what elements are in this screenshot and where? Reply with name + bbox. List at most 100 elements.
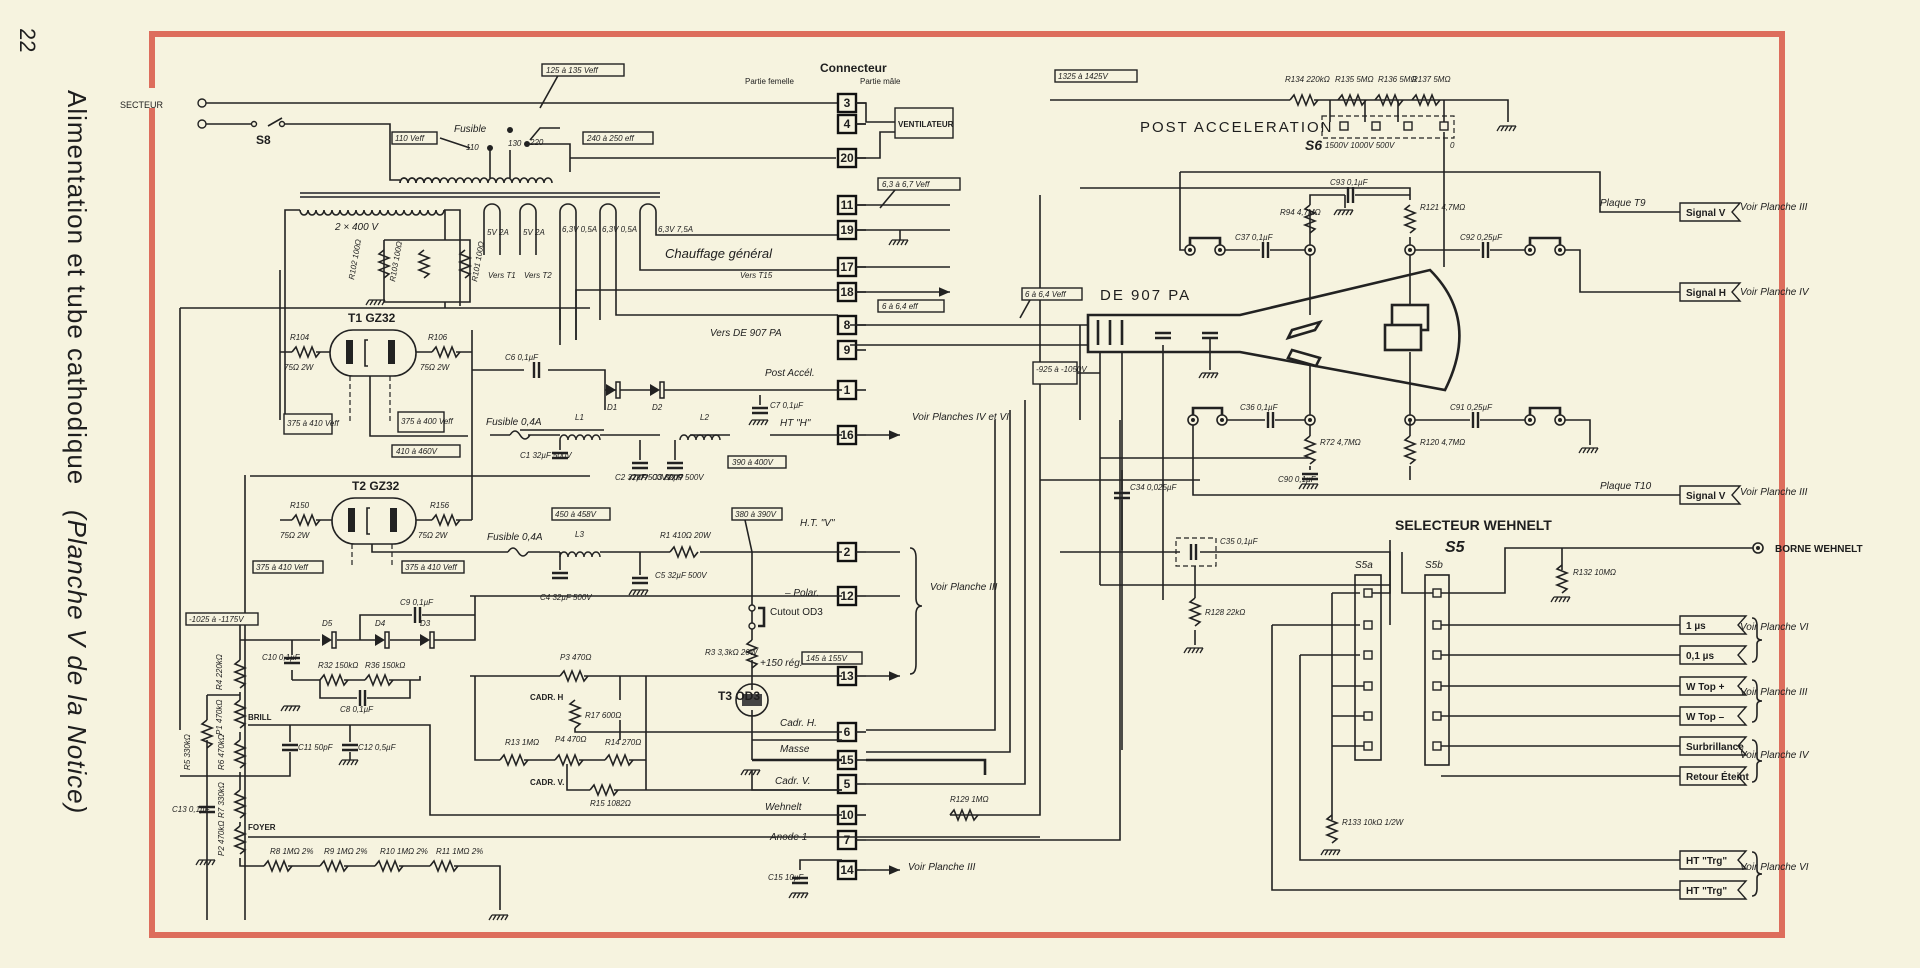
switch-contact xyxy=(1363,741,1373,751)
svg-text:R134 220kΩ: R134 220kΩ xyxy=(1285,75,1330,84)
wehnelt-selector: SELECTEUR WEHNELT S5 S5a S5b R132 10MΩ B… xyxy=(1100,517,1863,891)
connector-pin: 19 xyxy=(836,219,866,241)
svg-text:Vers T15: Vers T15 xyxy=(740,271,773,280)
svg-text:375 à 410 Veff: 375 à 410 Veff xyxy=(405,563,458,572)
svg-text:R4 220kΩ: R4 220kΩ xyxy=(215,654,224,690)
svg-text:-925 à -1050V: -925 à -1050V xyxy=(1036,365,1087,374)
svg-text:R1 410Ω 20W: R1 410Ω 20W xyxy=(660,531,712,540)
switch-contact xyxy=(1363,711,1373,721)
svg-text:Vers T1: Vers T1 xyxy=(488,271,516,280)
svg-text:H.T. "V": H.T. "V" xyxy=(800,518,835,529)
note-box xyxy=(185,612,259,626)
tube-t3 xyxy=(735,683,769,717)
svg-text:D1: D1 xyxy=(607,403,617,412)
svg-text:Surbrillance: Surbrillance xyxy=(1686,742,1744,753)
switch-contact xyxy=(1432,650,1442,660)
note-box xyxy=(401,560,465,574)
svg-text:Cutout OD3: Cutout OD3 xyxy=(770,607,823,618)
svg-text:D5: D5 xyxy=(322,619,333,628)
svg-text:R132 10MΩ: R132 10MΩ xyxy=(1573,568,1616,577)
svg-text:R150: R150 xyxy=(290,501,310,510)
borne-wehnelt-label: BORNE WEHNELT xyxy=(1775,544,1863,555)
switch-contact xyxy=(1363,620,1373,630)
svg-text:S5: S5 xyxy=(1445,539,1466,556)
switch-s5b[interactable] xyxy=(1424,574,1450,766)
switch-s5a[interactable] xyxy=(1354,574,1382,761)
connector-pin: 9 xyxy=(836,339,866,361)
svg-text:P2 470kΩ: P2 470kΩ xyxy=(217,821,226,856)
svg-text:C9 0,1µF: C9 0,1µF xyxy=(400,598,434,607)
svg-text:C8 0,1µF: C8 0,1µF xyxy=(340,705,374,714)
svg-text:C35 0,1µF: C35 0,1µF xyxy=(1220,537,1259,546)
svg-text:75Ω 2W: 75Ω 2W xyxy=(280,531,311,540)
mains-terminal xyxy=(197,119,207,129)
svg-text:220: 220 xyxy=(529,138,544,147)
signal-flag: HT "Trg" xyxy=(1679,850,1748,870)
connector-pin-number: 19 xyxy=(840,223,854,237)
svg-text:1325 à 1425V: 1325 à 1425V xyxy=(1058,72,1108,81)
connector: Connecteur Partie femelle Partie mâle VE… xyxy=(570,61,1138,881)
svg-text:L2: L2 xyxy=(700,413,709,422)
note-box xyxy=(252,560,324,574)
svg-text:T3 OD3: T3 OD3 xyxy=(718,689,760,703)
svg-text:Signal V: Signal V xyxy=(1686,208,1726,219)
svg-text:R15 1082Ω: R15 1082Ω xyxy=(590,799,631,808)
svg-text:Post Accél.: Post Accél. xyxy=(765,368,815,379)
switch-s6[interactable] xyxy=(1321,115,1455,139)
post-acceleration-label: POST ACCELERATION xyxy=(1140,119,1334,136)
svg-text:6,3V 0,5A: 6,3V 0,5A xyxy=(562,225,597,234)
svg-text:110 Veff: 110 Veff xyxy=(395,134,425,143)
note-box xyxy=(877,177,961,191)
svg-text:C11 50pF: C11 50pF xyxy=(298,743,334,752)
svg-text:6 à 6,4 Veff: 6 à 6,4 Veff xyxy=(1025,290,1066,299)
connector-pin: 15 xyxy=(836,749,866,771)
connector-pin: 16 xyxy=(836,424,866,446)
svg-text:Cadr. H.: Cadr. H. xyxy=(780,718,817,729)
svg-text:75Ω 2W: 75Ω 2W xyxy=(418,531,449,540)
note-box xyxy=(582,131,654,145)
svg-text:Cadr. V.: Cadr. V. xyxy=(775,776,811,787)
switch-contact xyxy=(1432,711,1442,721)
svg-text:380 à 390V: 380 à 390V xyxy=(735,510,777,519)
signal-flag: Signal V xyxy=(1679,485,1742,505)
svg-text:P1 470kΩ: P1 470kΩ xyxy=(215,700,224,735)
svg-text:CADR. H: CADR. H xyxy=(530,693,564,702)
svg-text:390 à 400V: 390 à 400V xyxy=(732,458,774,467)
svg-text:0,1 µs: 0,1 µs xyxy=(1686,651,1714,662)
svg-text:BRILL: BRILL xyxy=(248,713,272,722)
svg-text:R10 1MΩ 2%: R10 1MΩ 2% xyxy=(380,847,428,856)
svg-text:375 à 410 Veff: 375 à 410 Veff xyxy=(287,419,340,428)
svg-text:R14 270Ω: R14 270Ω xyxy=(605,738,641,747)
connector-pin: 18 xyxy=(836,281,866,303)
svg-text:R135 5MΩ: R135 5MΩ xyxy=(1335,75,1374,84)
svg-text:D2: D2 xyxy=(652,403,663,412)
svg-text:375 à 400 Veff: 375 à 400 Veff xyxy=(401,417,454,426)
signal-flag: W Top – xyxy=(1679,706,1748,726)
connector-pin: 5 xyxy=(836,773,866,795)
switch-contact xyxy=(1432,620,1442,630)
connector-pin-number: 6 xyxy=(844,725,851,739)
svg-text:C15 10µF: C15 10µF xyxy=(768,873,804,882)
svg-text:450 à 458V: 450 à 458V xyxy=(555,510,597,519)
svg-text:6,3V 7,5A: 6,3V 7,5A xyxy=(658,225,693,234)
svg-text:C36 0,1µF: C36 0,1µF xyxy=(1240,403,1279,412)
ht-h-filter: C6 0,1µF D1 D2 Fusible 0,4A L1 L2 C1 32µ… xyxy=(472,353,1009,482)
mains-input: SECTEUR S8 110 Veff Fusible 110 130 220 … xyxy=(120,63,840,181)
svg-text:C5 32µF 500V: C5 32µF 500V xyxy=(655,571,707,580)
svg-text:W Top +: W Top + xyxy=(1686,682,1725,693)
connector-female-label: Partie femelle xyxy=(745,77,794,86)
signal-flag: Retour Éteint xyxy=(1679,766,1749,786)
svg-text:145 à 155V: 145 à 155V xyxy=(806,654,848,663)
switch-contact xyxy=(1432,588,1442,598)
signal-flag: Signal V xyxy=(1679,202,1742,222)
signal-flag: 1 µs xyxy=(1679,615,1748,635)
svg-text:FOYER: FOYER xyxy=(248,823,276,832)
connector-pin-number: 9 xyxy=(844,343,851,357)
switch-contact xyxy=(1432,741,1442,751)
svg-text:75Ω 2W: 75Ω 2W xyxy=(284,363,315,372)
signal-flag: Surbrillance xyxy=(1679,736,1748,756)
voir-planche-label: Voir Planche III xyxy=(908,862,976,873)
svg-text:R106: R106 xyxy=(428,333,448,342)
